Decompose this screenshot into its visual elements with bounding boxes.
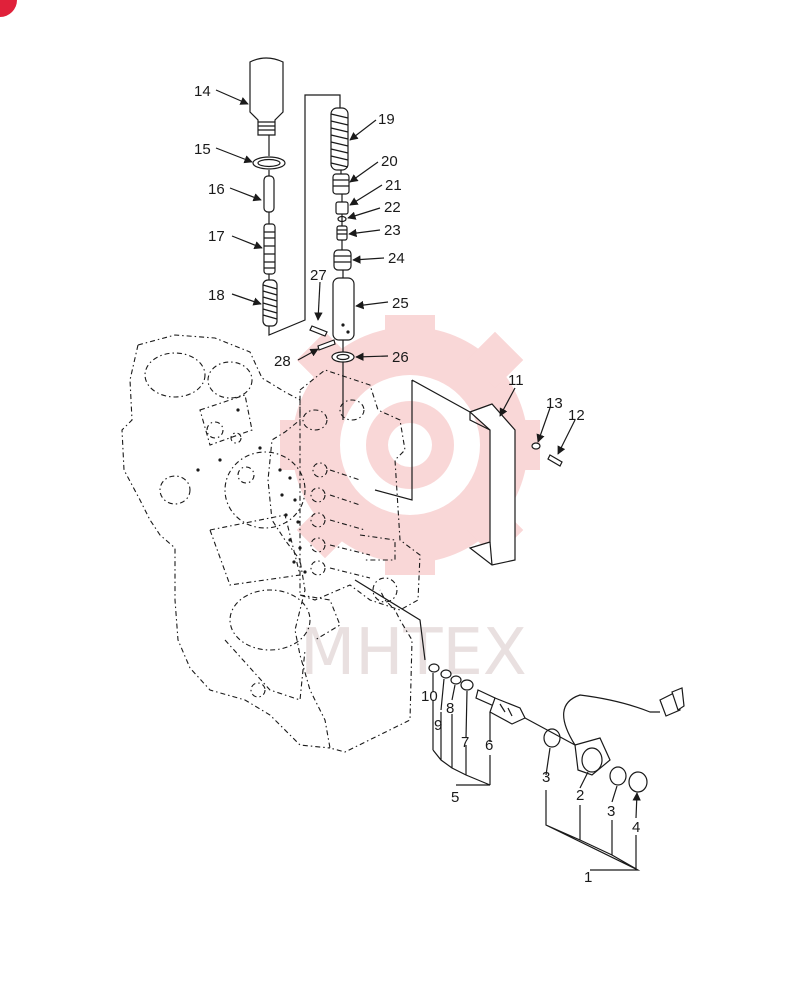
callout-9: 9: [434, 717, 442, 734]
callout-3-right: 3: [607, 803, 615, 820]
callout-2: 2: [576, 787, 584, 804]
callout-6: 6: [485, 737, 493, 754]
callout-12: 12: [568, 407, 585, 424]
lower-fitting-assembly: [354, 579, 526, 725]
callout-28: 28: [274, 353, 291, 370]
callout-17: 17: [208, 228, 225, 245]
callout-13: 13: [546, 395, 563, 412]
callout-25: 25: [392, 295, 409, 312]
leader-arrows: [215, 89, 641, 819]
left-valve-stack: [249, 57, 286, 327]
solenoid-assembly: [524, 687, 685, 793]
callout-4: 4: [632, 819, 640, 836]
group-bracket-1: [545, 790, 641, 871]
callout-24: 24: [388, 250, 405, 267]
callout-18: 18: [208, 287, 225, 304]
callout-1: 1: [584, 869, 592, 886]
callout-15: 15: [194, 141, 211, 158]
callout-3-left: 3: [542, 769, 550, 786]
callout-11: 11: [508, 372, 524, 389]
watermark-text: MHTEX: [300, 616, 527, 690]
callout-19: 19: [378, 111, 395, 128]
screw-12: [547, 454, 563, 467]
callout-16: 16: [208, 181, 225, 198]
callout-10: 10: [421, 688, 438, 705]
callout-26: 26: [392, 349, 409, 366]
group-bracket-5: [432, 700, 491, 786]
callout-27: 27: [310, 267, 327, 284]
callout-8: 8: [446, 700, 454, 717]
corner-marker-icon: [0, 0, 17, 17]
callout-23: 23: [384, 222, 401, 239]
callout-labels: 14 15 16 17 18 19 20 21 22 23 24 25 26 2…: [194, 83, 640, 886]
callout-7: 7: [461, 734, 469, 751]
callout-21: 21: [385, 177, 402, 194]
valve-body: [299, 369, 421, 611]
washer-13: [531, 442, 541, 450]
callout-5: 5: [451, 789, 459, 806]
leader-bracket: [268, 94, 341, 336]
callout-20: 20: [381, 153, 398, 170]
right-valve-stack: [309, 107, 355, 420]
callout-14: 14: [194, 83, 211, 100]
cover-leader: [374, 379, 471, 501]
callout-22: 22: [384, 199, 401, 216]
